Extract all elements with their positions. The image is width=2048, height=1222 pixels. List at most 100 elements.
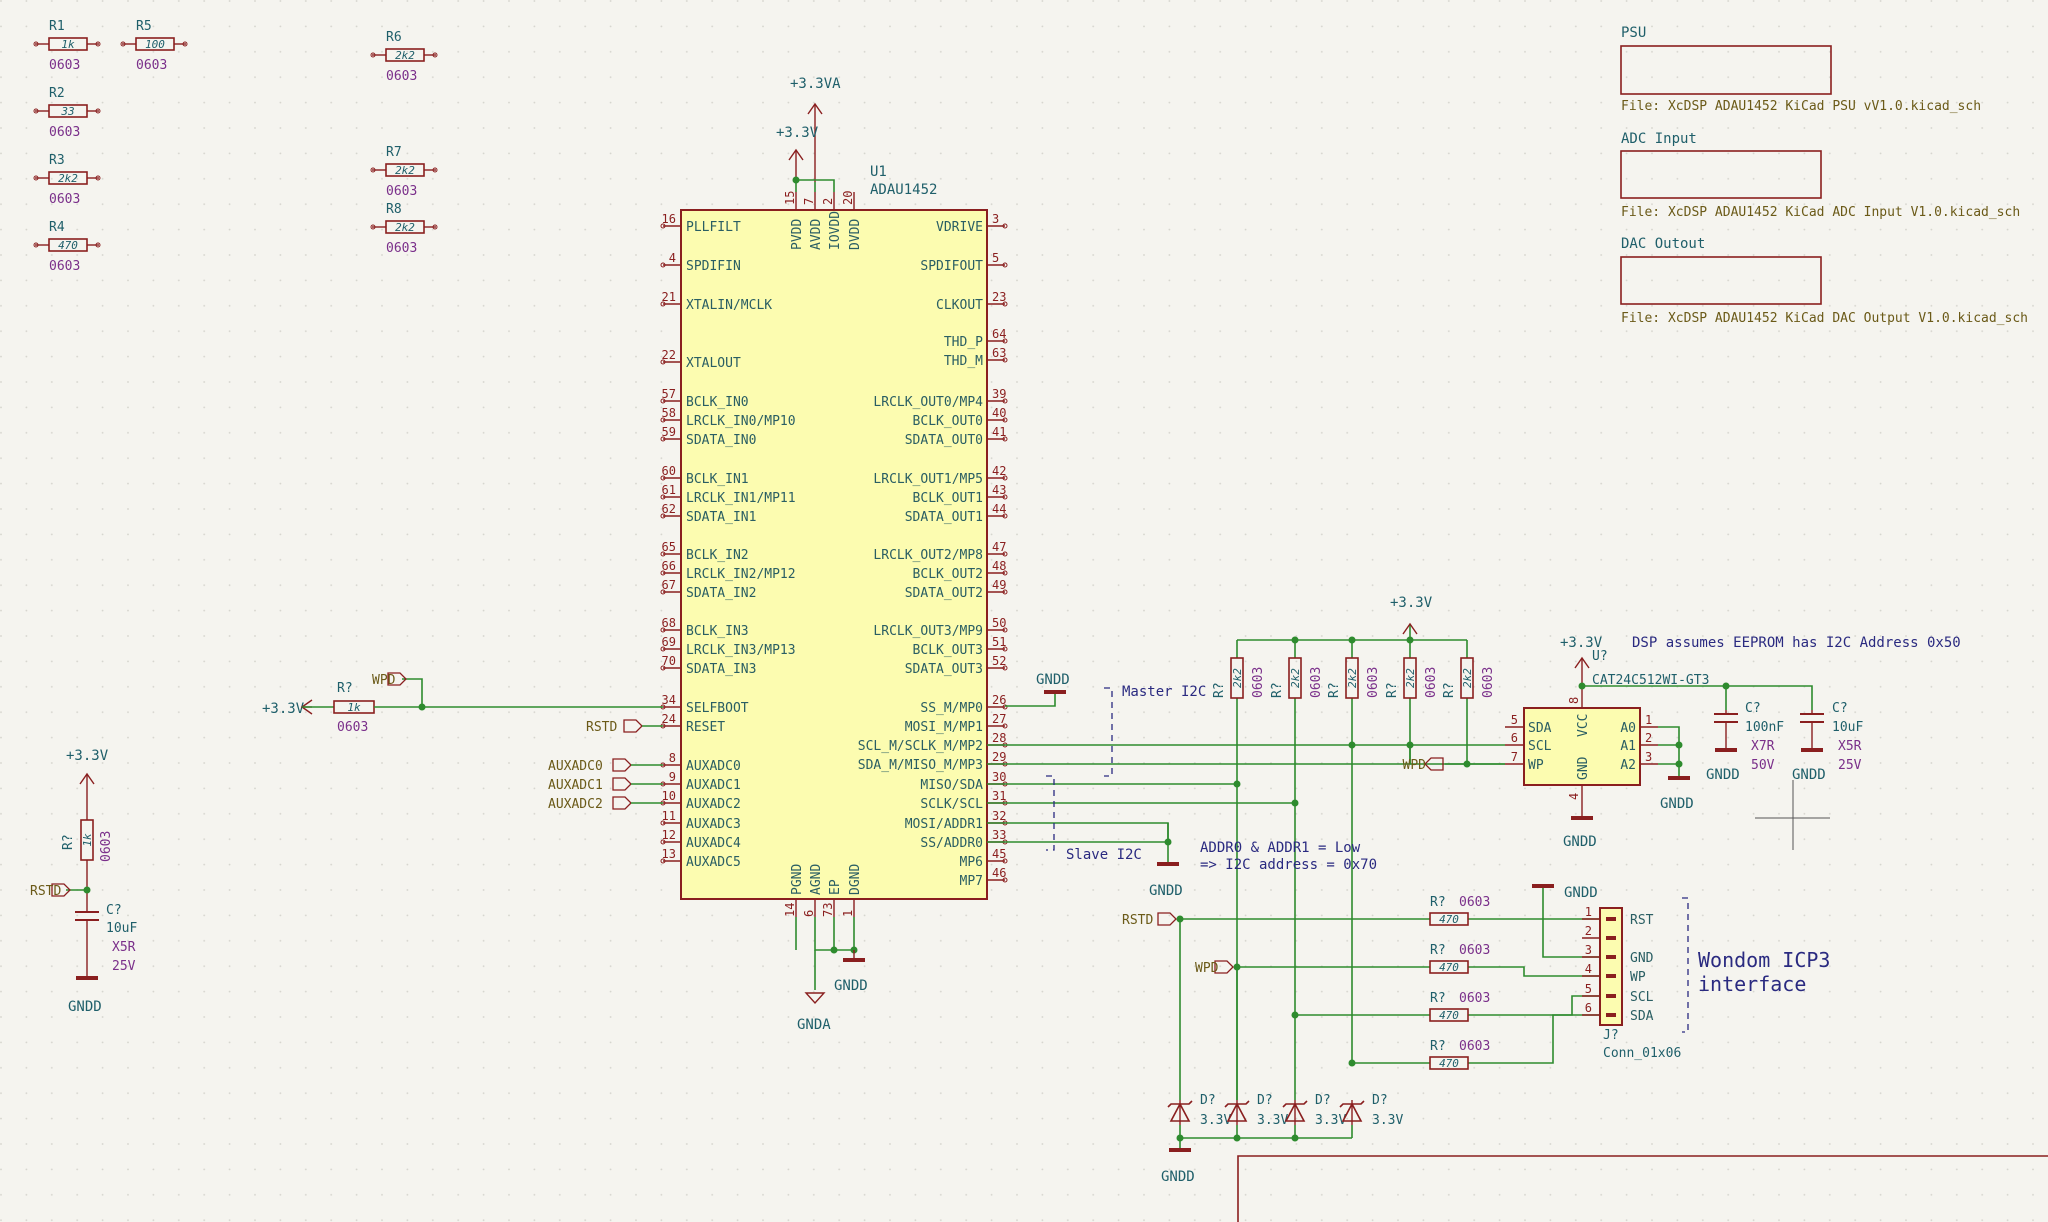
sheet-psu[interactable]: PSU File: XcDSP ADAU1452 KiCad PSU vV1.0… <box>1620 25 1981 114</box>
connector-pin-2[interactable]: 2 <box>1582 924 1616 940</box>
resistor-r6[interactable]: R6 2k2 0603 <box>370 30 438 84</box>
eeprom-pin-wp[interactable]: 7WP <box>1505 750 1544 773</box>
svg-text:6: 6 <box>1585 1001 1592 1015</box>
tvs-diode[interactable]: D?3.3V <box>1339 1093 1403 1128</box>
resistor-r1[interactable]: R1 1k 0603 <box>33 19 101 73</box>
svg-text:MP6: MP6 <box>960 855 983 870</box>
tvs-diode[interactable]: D?3.3V <box>1167 1093 1231 1128</box>
svg-text:SDATA_IN3: SDATA_IN3 <box>686 662 756 677</box>
resistor-r4[interactable]: R4 470 0603 <box>33 220 101 274</box>
connector-title-line1: Wondom ICP3 <box>1698 948 1830 972</box>
sheet-dac-output[interactable]: DAC Outout File: XcDSP ADAU1452 KiCad DA… <box>1620 236 2028 326</box>
eeprom-pin-a1[interactable]: 2A1 <box>1620 731 1658 754</box>
connector-pin-4[interactable]: 4WP <box>1582 962 1646 985</box>
u1-adau1452[interactable]: U1 ADAU1452 16PLLFILT4SPDIFIN21XTALIN/MC… <box>660 164 1008 917</box>
resistor-r3[interactable]: R3 2k2 0603 <box>33 153 101 207</box>
resistor-r8[interactable]: R8 2k2 0603 <box>370 202 438 256</box>
eeprom-pin-a0[interactable]: 1A0 <box>1620 713 1658 736</box>
eeprom-cat24c512[interactable]: U? CAT24C512WI-GT3 5SDA6SCL7WP1A02A13A28… <box>1505 649 1709 803</box>
eeprom-pin-a2[interactable]: 3A2 <box>1620 750 1658 773</box>
tvs-diode[interactable]: D?3.3V <box>1224 1093 1288 1128</box>
resistor-r2[interactable]: R2 33 0603 <box>33 86 101 140</box>
resistor-r7[interactable]: R7 2k2 0603 <box>370 145 438 199</box>
svg-text:AUXADC5: AUXADC5 <box>686 855 741 870</box>
tvs-diode[interactable]: D?3.3V <box>1282 1093 1346 1128</box>
resistor-r5[interactable]: R5 100 0603 <box>120 19 188 73</box>
sheet-adc-input[interactable]: ADC Input File: XcDSP ADAU1452 KiCad ADC… <box>1620 131 2020 220</box>
svg-text:BCLK_OUT0: BCLK_OUT0 <box>913 414 983 429</box>
